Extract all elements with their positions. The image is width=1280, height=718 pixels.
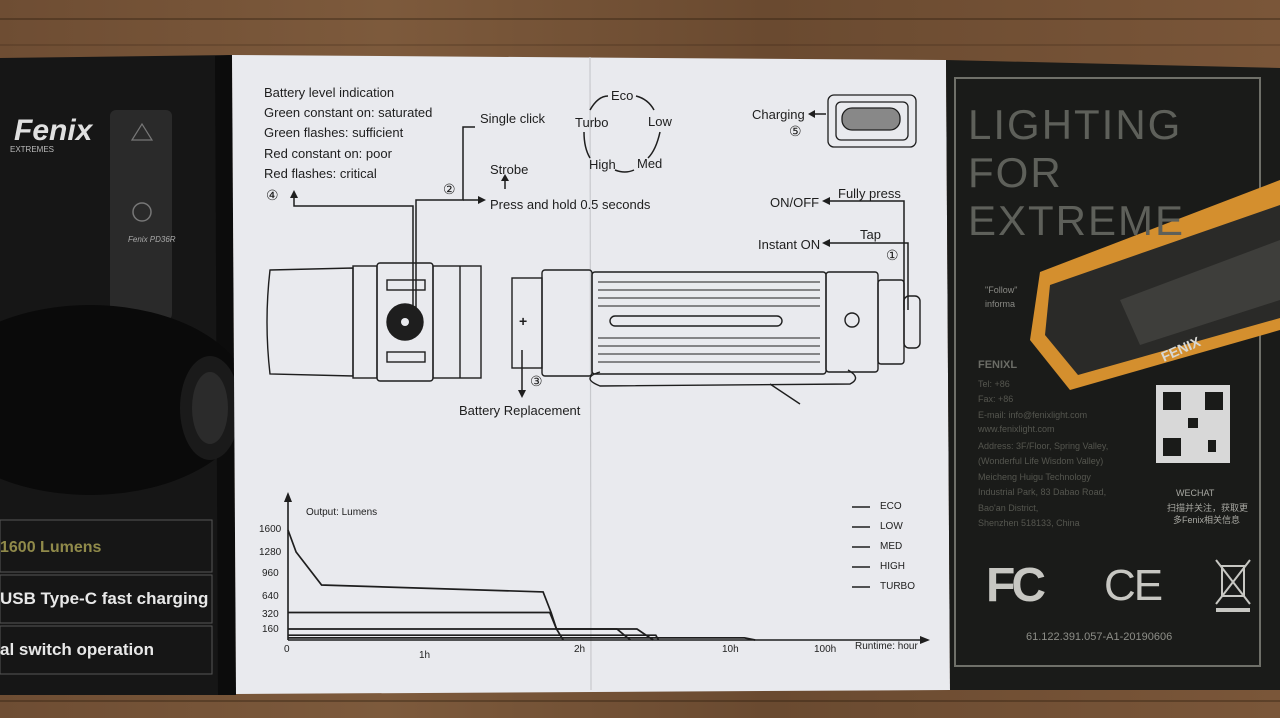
- single-click-label: Single click: [480, 111, 546, 126]
- x-tick-1h: 1h: [419, 650, 431, 661]
- address-1: Address: 3F/Floor, Spring Valley,: [978, 441, 1109, 451]
- box-feature-1: 1600 Lumens: [0, 539, 102, 556]
- headline-2: FOR: [968, 149, 1063, 196]
- flashlight-head-drawing: [266, 262, 482, 382]
- battery-line-2: Green flashes: sufficient: [264, 125, 404, 140]
- chart-legend: [852, 506, 870, 588]
- tel-text: Tel: +86: [978, 379, 1010, 389]
- box-model: Fenix PD36R: [128, 235, 176, 244]
- marker-4: ④: [266, 187, 279, 203]
- legend-low: LOW: [880, 521, 903, 532]
- tap-label: Tap: [860, 227, 881, 242]
- mode-low: Low: [648, 114, 672, 129]
- headline-3: EXTREME: [968, 197, 1186, 244]
- x-tick-100h: 100h: [814, 644, 837, 655]
- diagram-lines: [290, 95, 909, 398]
- legend-eco: ECO: [880, 501, 902, 512]
- series-line-low: [288, 634, 660, 641]
- flashlight-body-drawing: [511, 269, 921, 405]
- mode-eco: Eco: [611, 88, 634, 103]
- flashlight-image: [110, 110, 172, 320]
- fc-mark: FC: [986, 559, 1046, 612]
- box-brand: Fenix: [14, 114, 93, 147]
- marker-1: ①: [886, 247, 899, 263]
- orange-flashlight-pouch: [1030, 180, 1280, 390]
- plus-sign: +: [519, 313, 528, 329]
- battery-line-1: Green constant on: saturated: [264, 105, 433, 120]
- battery-line-3: Red constant on: poor: [264, 146, 392, 161]
- y-tick-1280: 1280: [259, 547, 282, 558]
- battery-line-4: Red flashes: critical: [264, 166, 377, 181]
- chart-xlabel: Runtime: hour: [855, 641, 918, 652]
- x-tick-2h: 2h: [574, 644, 586, 655]
- battery-replacement-label: Battery Replacement: [459, 403, 581, 418]
- wechat-cn-1: 扫描并关注，获取更: [1167, 503, 1249, 513]
- address-4: Industrial Park, 83 Dabao Road,: [978, 487, 1107, 497]
- marker-5: ⑤: [789, 123, 802, 139]
- wechat-cn-2: 多Fenix相关信息: [1173, 515, 1241, 525]
- series-line-eco: [288, 637, 756, 641]
- box-feature-2: USB Type-C fast charging: [0, 589, 209, 608]
- box-sub: EXTREMES: [10, 145, 55, 154]
- charging-label: Charging: [752, 107, 805, 122]
- info-text: informa: [985, 299, 1016, 309]
- address-5: Bao'an District,: [978, 503, 1039, 513]
- charging-port-drawing: [827, 94, 917, 148]
- y-tick-1600: 1600: [259, 524, 282, 535]
- address-6: Shenzhen 518133, China: [978, 518, 1080, 528]
- mode-high: High: [589, 157, 616, 172]
- runtime-chart-series: [287, 529, 756, 641]
- email-text: E-mail: info@fenixlight.com: [978, 410, 1088, 420]
- mode-med: Med: [637, 156, 663, 171]
- company-name: FENIXL: [978, 359, 1018, 371]
- box-feature-3: al switch operation: [0, 640, 154, 659]
- address-2: (Wonderful Life Wisdom Valley): [978, 456, 1104, 466]
- runtime-chart-axes: [284, 492, 930, 644]
- headline-1: LIGHTING: [968, 101, 1183, 148]
- web-text: www.fenixlight.com: [978, 424, 1055, 434]
- press-hold-label: Press and hold 0.5 seconds: [490, 197, 651, 212]
- marker-3: ③: [530, 373, 543, 389]
- mode-turbo: Turbo: [575, 115, 609, 130]
- black-pouch: [0, 305, 250, 495]
- fax-text: Fax: +86: [978, 394, 1014, 404]
- y-tick-320: 320: [262, 609, 279, 620]
- strobe-label: Strobe: [490, 162, 529, 177]
- chart-title: Output: Lumens: [306, 507, 378, 518]
- weee-icon: [1215, 559, 1251, 612]
- doc-code: 61.122.391.057-A1-20190606: [1026, 631, 1173, 643]
- x-tick-10h: 10h: [722, 644, 739, 655]
- y-tick-640: 640: [262, 591, 279, 602]
- y-tick-160: 160: [262, 624, 279, 635]
- address-3: Meicheng Huigu Technology: [978, 472, 1091, 482]
- y-tick-960: 960: [262, 568, 279, 579]
- follow-text: "Follow": [985, 285, 1018, 295]
- legend-med: MED: [880, 541, 903, 552]
- legend-high: HIGH: [880, 561, 905, 572]
- on-off-label: ON/OFF: [770, 195, 820, 210]
- marker-2: ②: [443, 181, 456, 197]
- instant-on-label: Instant ON: [758, 237, 821, 252]
- x-tick-0: 0: [284, 644, 290, 655]
- ce-mark: CE: [1104, 561, 1163, 610]
- battery-heading: Battery level indication: [264, 85, 395, 100]
- wechat-label: WECHAT: [1176, 488, 1215, 498]
- fully-press-label: Fully press: [838, 186, 901, 201]
- legend-turbo: TURBO: [880, 581, 915, 592]
- series-line-turbo: [287, 529, 564, 641]
